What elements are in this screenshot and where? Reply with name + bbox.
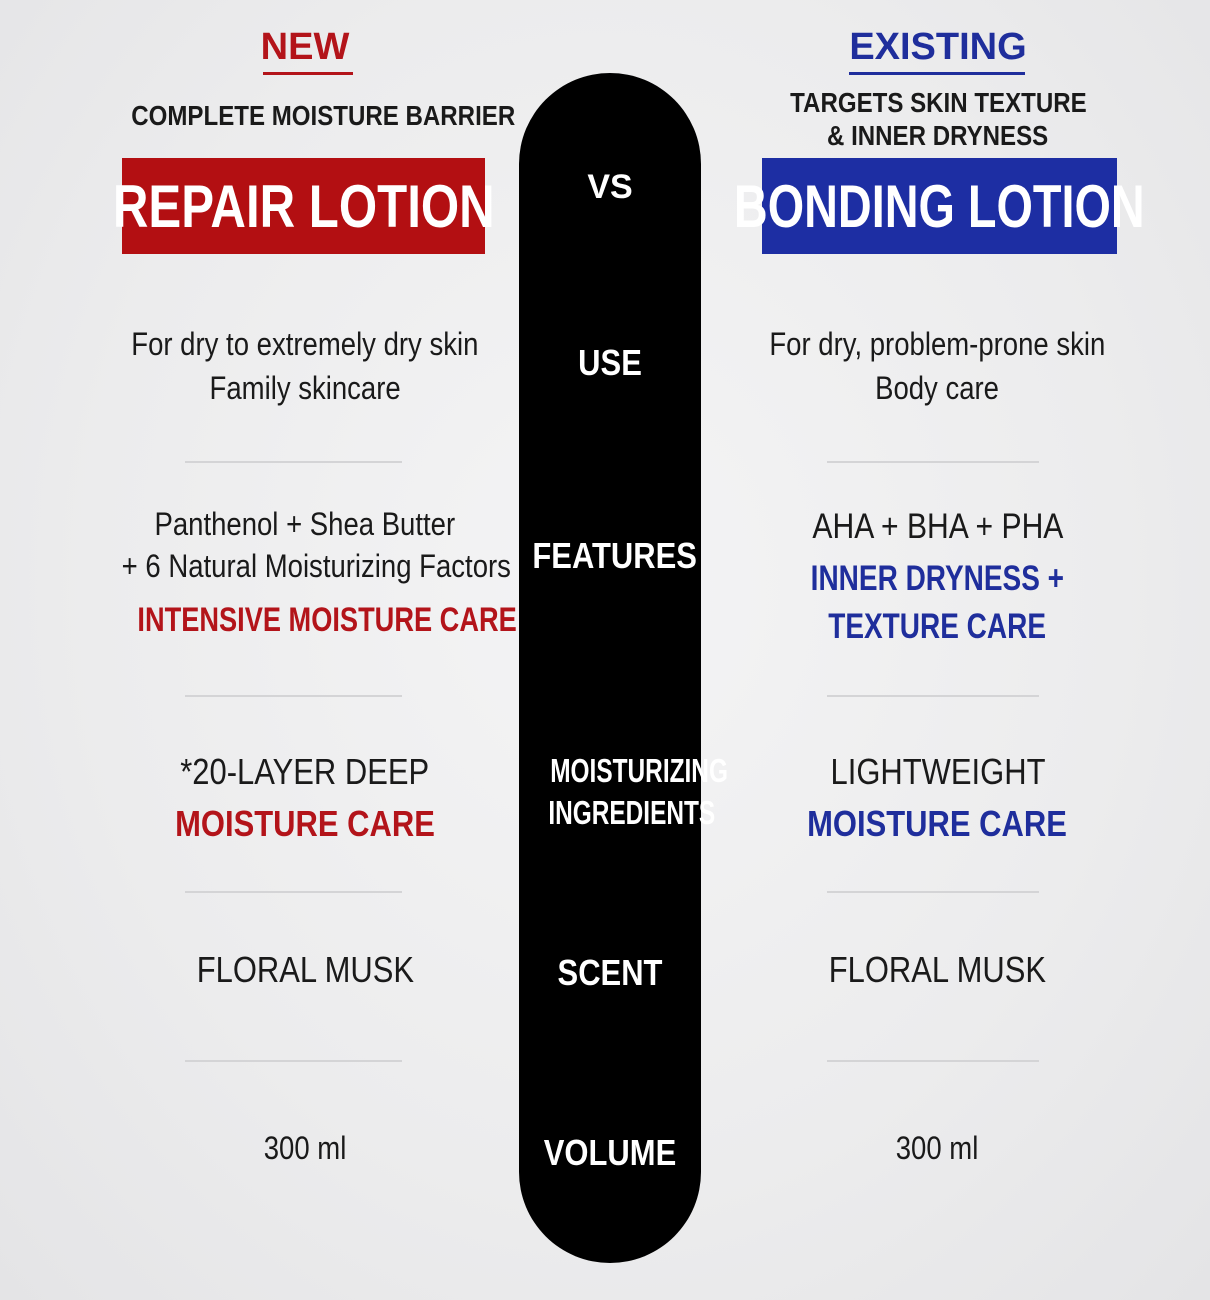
right-divider-3 xyxy=(827,891,1039,893)
right-volume-text: 300 ml xyxy=(896,1130,979,1166)
right-scent-text: FLORAL MUSK xyxy=(828,949,1047,990)
right-features: AHA + BHA + PHA INNER DRYNESS + TEXTURE … xyxy=(735,505,1140,651)
features-label-text: FEATURES xyxy=(532,535,697,576)
left-scent-text: FLORAL MUSK xyxy=(196,949,414,990)
features-label: FEATURES xyxy=(519,535,701,577)
right-divider-1 xyxy=(827,461,1039,463)
left-use-line-2: Family skincare xyxy=(209,370,401,406)
volume-label: VOLUME xyxy=(519,1132,701,1174)
new-label-text: NEW xyxy=(260,26,350,68)
right-features-line-1: AHA + BHA + PHA xyxy=(812,507,1063,546)
right-moisturizing-highlight: MOISTURE CARE xyxy=(807,803,1068,844)
moisturizing-label-line-2: INGREDIENTS xyxy=(548,794,716,831)
right-subtitle-line-2: & INNER DRYNESS xyxy=(827,120,1049,151)
left-subtitle-text: COMPLETE MOISTURE BARRIER xyxy=(131,100,516,131)
right-volume: 300 ml xyxy=(735,1126,1140,1170)
right-divider-2 xyxy=(827,695,1039,697)
right-use: For dry, problem-prone skin Body care xyxy=(735,322,1140,410)
left-features: Panthenol + Shea Butter + 6 Natural Mois… xyxy=(90,503,520,641)
right-features-highlight-1: INNER DRYNESS + xyxy=(810,559,1065,598)
left-volume: 300 ml xyxy=(100,1126,510,1170)
left-features-line-1: Panthenol + Shea Butter xyxy=(154,506,456,542)
left-volume-text: 300 ml xyxy=(263,1130,347,1166)
use-label: USE xyxy=(519,342,701,384)
scent-label: SCENT xyxy=(519,952,701,994)
center-pill xyxy=(519,73,701,1263)
left-use: For dry to extremely dry skin Family ski… xyxy=(100,322,510,410)
left-subtitle: COMPLETE MOISTURE BARRIER xyxy=(100,100,515,132)
existing-label: EXISTING xyxy=(790,26,1086,75)
right-use-line-2: Body care xyxy=(875,370,1000,406)
right-subtitle-line-1: TARGETS SKIN TEXTURE xyxy=(789,87,1087,118)
left-divider-3 xyxy=(185,891,402,893)
use-label-text: USE xyxy=(578,342,642,383)
scent-label-text: SCENT xyxy=(557,952,663,993)
volume-label-text: VOLUME xyxy=(543,1132,677,1173)
left-divider-1 xyxy=(185,461,402,463)
vs-label: VS xyxy=(587,168,633,206)
left-features-line-2: + 6 Natural Moisturizing Factors xyxy=(121,548,511,584)
new-label: NEW xyxy=(160,26,450,75)
right-moisturizing-line-1: LIGHTWEIGHT xyxy=(830,751,1045,792)
bonding-lotion-title: BONDING LOTION xyxy=(734,172,1145,240)
moisturizing-label-line-1: MOISTURIZING xyxy=(550,752,728,789)
right-moisturizing: LIGHTWEIGHT MOISTURE CARE xyxy=(735,746,1140,850)
new-underline xyxy=(263,72,353,75)
bonding-lotion-badge: BONDING LOTION xyxy=(734,158,1145,254)
right-features-highlight-2: TEXTURE CARE xyxy=(828,607,1047,646)
existing-label-text: EXISTING xyxy=(849,26,1027,68)
left-divider-4 xyxy=(185,1060,402,1062)
left-features-highlight: INTENSIVE MOISTURE CARE xyxy=(137,601,517,639)
right-scent: FLORAL MUSK xyxy=(735,948,1140,992)
left-moisturizing-highlight: MOISTURE CARE xyxy=(175,803,435,844)
moisturizing-label: MOISTURIZING INGREDIENTS xyxy=(519,750,728,834)
right-use-line-1: For dry, problem-prone skin xyxy=(769,326,1106,362)
repair-lotion-badge: REPAIR LOTION xyxy=(113,158,494,254)
left-divider-2 xyxy=(185,695,402,697)
right-subtitle: TARGETS SKIN TEXTURE & INNER DRYNESS xyxy=(760,86,1116,152)
left-moisturizing: *20-LAYER DEEP MOISTURE CARE xyxy=(100,746,510,850)
left-moisturizing-line-1: *20-LAYER DEEP xyxy=(180,751,430,792)
existing-underline xyxy=(849,72,1025,75)
right-divider-4 xyxy=(827,1060,1039,1062)
left-scent: FLORAL MUSK xyxy=(100,948,510,992)
left-use-line-1: For dry to extremely dry skin xyxy=(131,326,479,362)
repair-lotion-title: REPAIR LOTION xyxy=(112,172,495,240)
